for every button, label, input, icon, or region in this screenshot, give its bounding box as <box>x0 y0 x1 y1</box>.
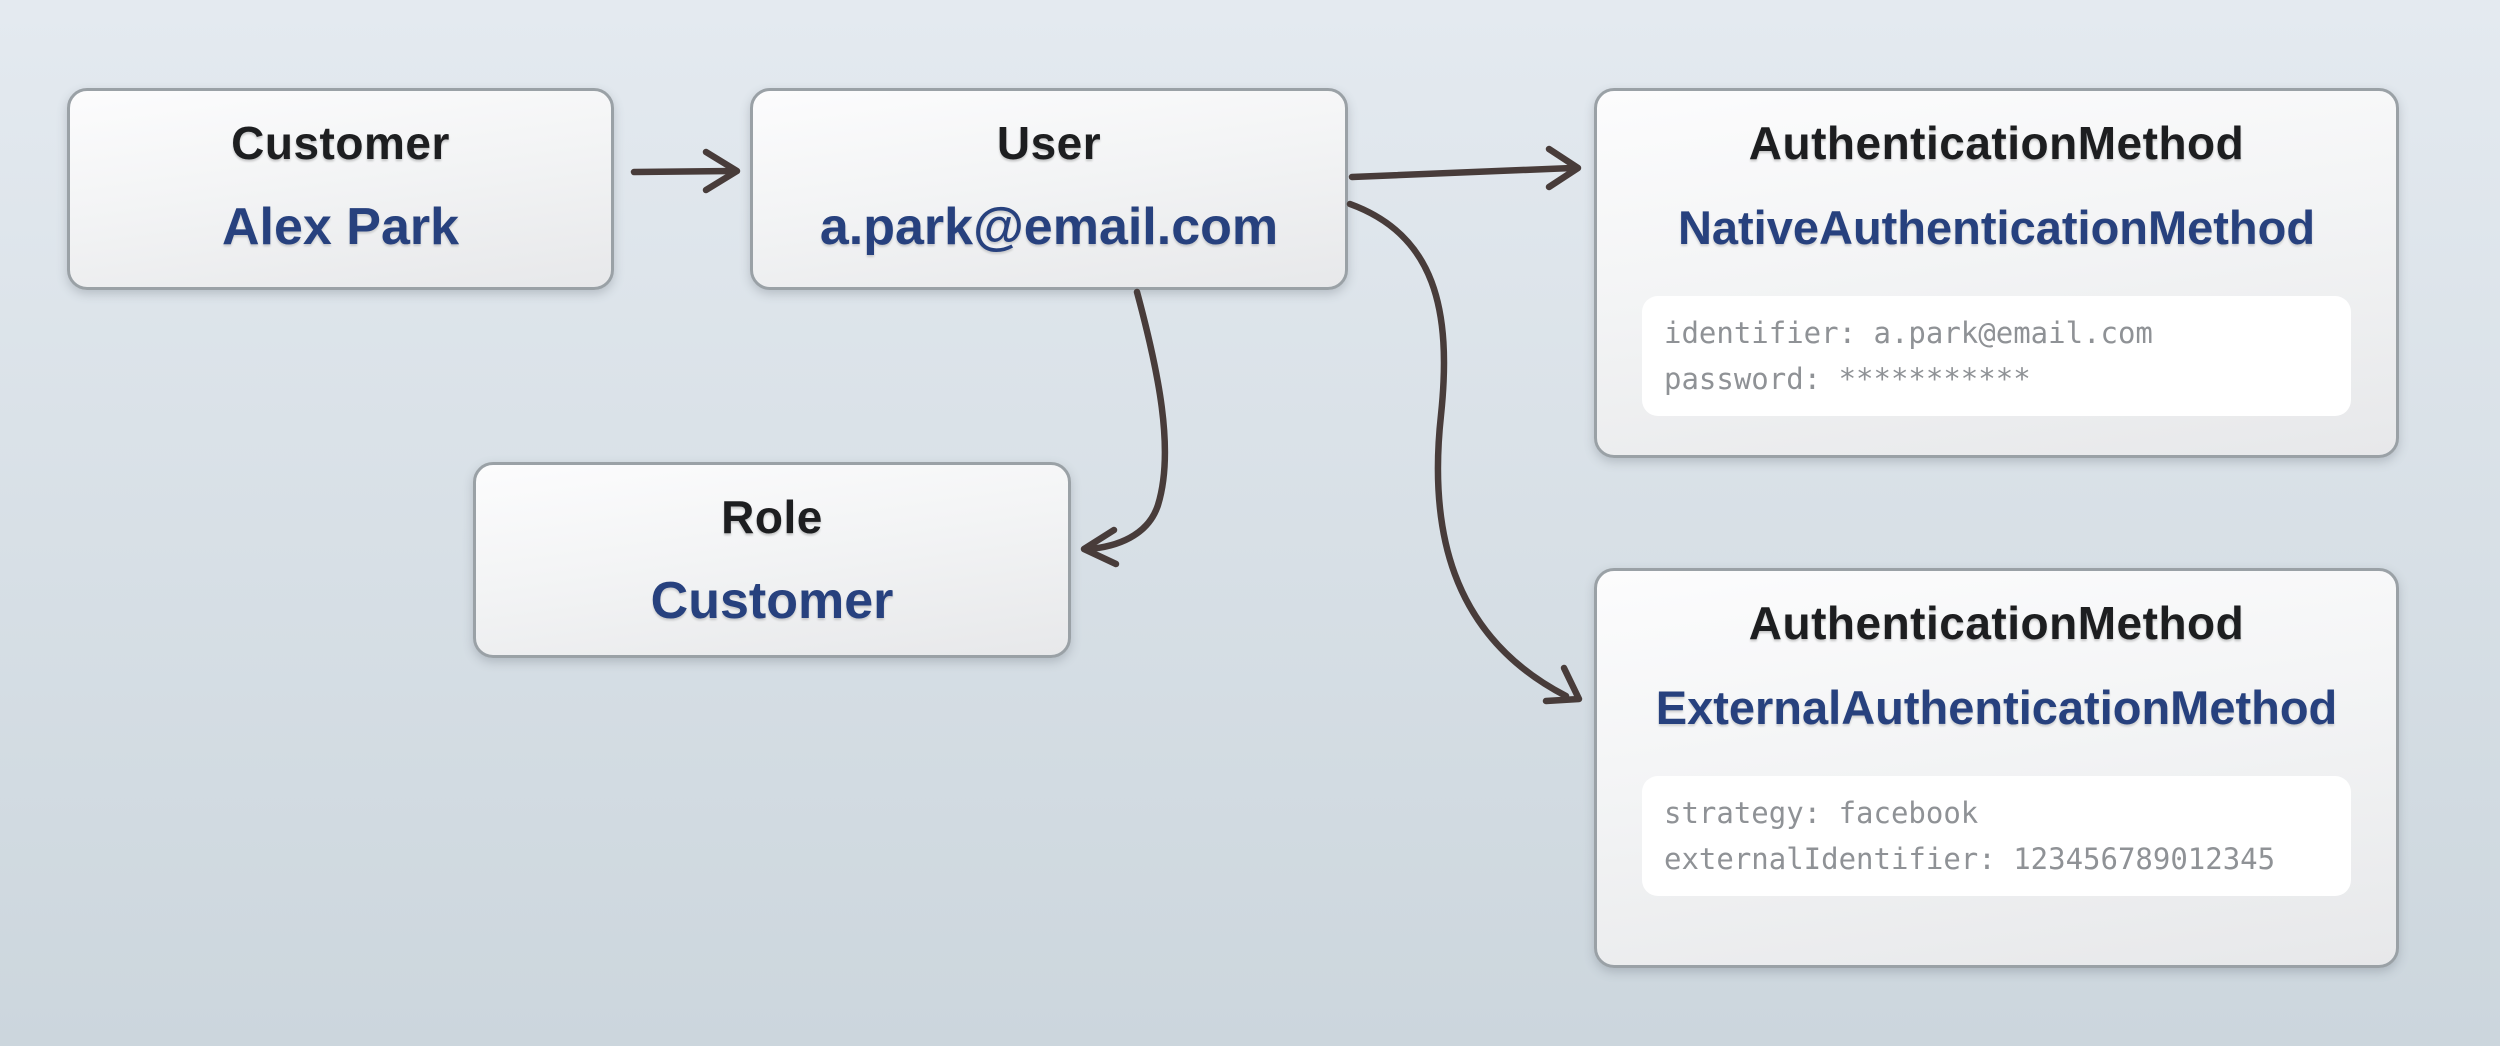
edge-user-to-native-authentication-method <box>1348 145 1582 191</box>
edge-user-to-role <box>1080 288 1169 568</box>
node-value: NativeAuthenticationMethod <box>1677 201 2316 254</box>
node-user: User a.park@email.com <box>750 88 1348 290</box>
attribute-line: externalIdentifier: 123456789012345 <box>1664 842 2276 876</box>
node-title: AuthenticationMethod <box>1748 117 2245 169</box>
attributes-panel: identifier: a.park@email.com password: *… <box>1642 296 2351 416</box>
node-role: Role Customer <box>473 462 1071 658</box>
node-value: Customer <box>650 572 894 630</box>
attributes-panel: strategy: facebook externalIdentifier: 1… <box>1642 776 2351 896</box>
edge-user-to-external-authentication-method <box>1346 200 1583 705</box>
node-external-authentication-method: AuthenticationMethod ExternalAuthenticat… <box>1594 568 2399 968</box>
attribute-line: identifier: a.park@email.com <box>1664 316 2153 350</box>
node-value: ExternalAuthenticationMethod <box>1655 681 2338 734</box>
node-title: User <box>996 117 1102 169</box>
node-native-authentication-method: AuthenticationMethod NativeAuthenticatio… <box>1594 88 2399 458</box>
attribute-line: password: *********** <box>1664 362 2031 396</box>
attribute-line: strategy: facebook <box>1664 796 1979 830</box>
node-title: Customer <box>231 117 450 169</box>
node-customer: Customer Alex Park <box>67 88 614 290</box>
node-value: Alex Park <box>221 198 460 256</box>
node-value: a.park@email.com <box>819 198 1279 256</box>
edge-customer-to-user <box>630 148 741 194</box>
node-title: AuthenticationMethod <box>1748 597 2245 649</box>
node-title: Role <box>721 491 823 543</box>
